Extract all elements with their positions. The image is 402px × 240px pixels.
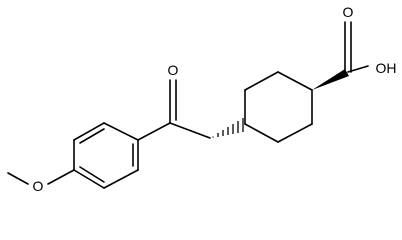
bond-aryl-carbonyl — [137, 122, 171, 141]
atom-label-acid-oxygen: O — [343, 4, 354, 20]
atom-label-ketone-oxygen: O — [168, 62, 179, 78]
hashed-wedge-bond — [212, 118, 244, 138]
solid-wedge-bond — [312, 69, 349, 90]
atom-label-methoxy-oxygen: O — [33, 178, 44, 194]
bond-o-aryl — [47, 169, 75, 185]
acid-double-bond — [344, 21, 352, 73]
atom-label-hydroxyl: OH — [376, 60, 397, 76]
chemical-structure-diagram: O O — [7, 4, 397, 194]
bond-carbonyl-ch2 — [169, 122, 211, 139]
benzene-ring — [73, 122, 139, 189]
cyclohexane-ring — [244, 71, 313, 143]
bond-acid-hydroxyl — [347, 65, 369, 73]
bond-methyl-o — [7, 172, 29, 185]
ketone-double-bond — [169, 79, 177, 124]
